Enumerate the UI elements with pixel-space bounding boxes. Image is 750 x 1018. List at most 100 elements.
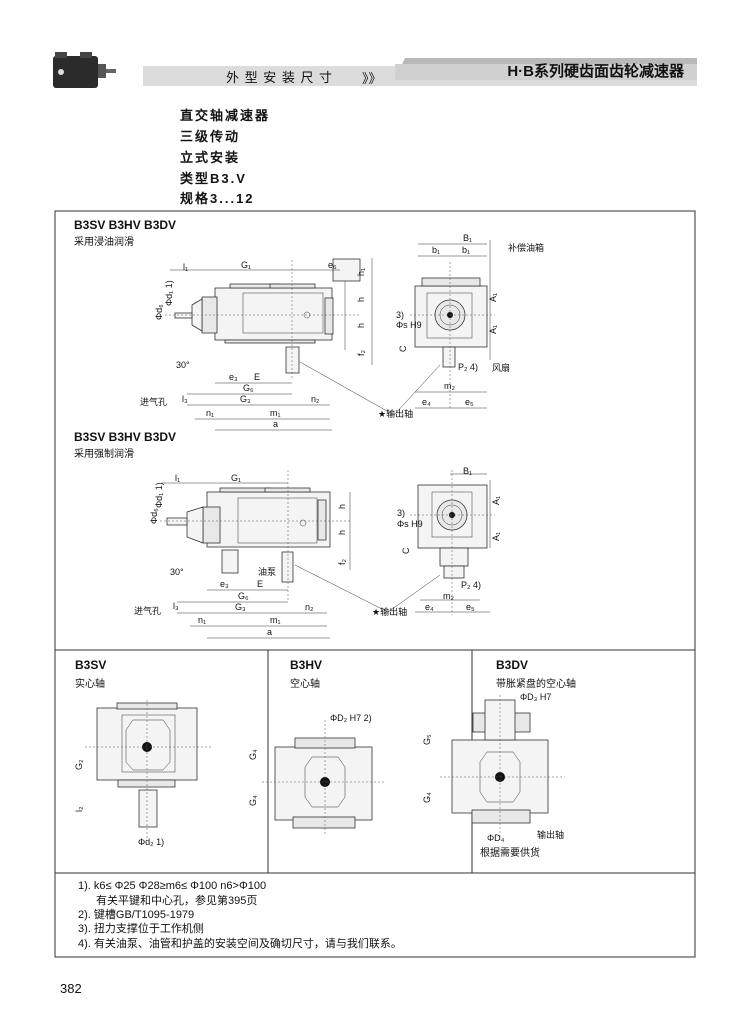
dimension-label: ★输出轴	[378, 408, 413, 419]
dimension-label: ΦD₃ H7	[520, 692, 551, 702]
dimension-label: 进气孔	[134, 605, 161, 616]
section-heading: 外 型 安 装 尺 寸	[226, 70, 333, 85]
dimension-label: E	[257, 579, 263, 589]
dimension-label: 输出轴	[537, 829, 564, 840]
footnote: 1). k6≤ Φ25 Φ28≥m6≤ Φ100 n6>Φ100	[78, 880, 266, 892]
dimension-label: C	[401, 547, 411, 554]
supply-note: 根据需要供货	[480, 846, 540, 859]
dimension-label: 风扇	[492, 362, 510, 373]
dimension-label: h	[337, 530, 347, 535]
section2-lubrication: 采用强制润滑	[74, 447, 134, 460]
dimension-label: h	[356, 323, 366, 328]
page-number: 382	[60, 981, 82, 996]
dimension-label: e₃	[220, 579, 229, 589]
dimension-label: f₂	[337, 558, 347, 565]
section1-side-view	[410, 262, 495, 410]
dimension-label: 3)	[397, 508, 405, 518]
dimension-label: G₄	[422, 792, 432, 803]
dimension-label: n₂	[305, 602, 314, 612]
section1-front-view	[165, 240, 491, 431]
footnote: 有关平键和中心孔，参见第395页	[96, 893, 257, 907]
intro-line: 类型B3.V	[180, 171, 247, 186]
variant-model: B3SV	[75, 658, 106, 672]
dimension-label: G₅	[422, 734, 432, 745]
dimension-label: A₁	[488, 325, 498, 334]
dimension-label: e₅	[465, 397, 474, 407]
dimension-label: G₆	[243, 383, 254, 393]
dimension-label: P₂ 4)	[461, 580, 481, 590]
intro-line: 三级传动	[180, 129, 240, 144]
variant-b3hv: B3HV 空心轴	[262, 658, 385, 835]
dimension-label: G₆	[238, 591, 249, 601]
dimension-label: l₁	[183, 262, 188, 272]
dimension-label: e₆	[328, 260, 337, 270]
dimension-label: Φd₁ 1)	[154, 482, 164, 508]
footnote: 4). 有关油泵、油管和护盖的安装空间及确切尺寸，请与我们联系。	[78, 936, 402, 950]
arrows-icon: 》》	[362, 71, 382, 86]
header: 外 型 安 装 尺 寸 》》 H·B系列硬齿面齿轮减速器	[53, 52, 697, 88]
section2-models: B3SV B3HV B3DV	[74, 430, 176, 444]
dimension-label: n₁	[198, 615, 206, 625]
section2-front-view	[160, 470, 491, 639]
dimension-label: e₄	[425, 602, 434, 612]
dimension-label: G₂	[74, 759, 84, 770]
dimension-label: G₄	[248, 795, 258, 806]
variant-desc: 实心轴	[75, 677, 105, 690]
dimension-label: G₃	[235, 602, 246, 612]
dimension-label: e₅	[466, 602, 475, 612]
dimension-label: A₁	[488, 293, 498, 302]
section1-lubrication: 采用浸油润滑	[74, 235, 134, 248]
dimension-label: e₃	[229, 372, 238, 382]
variant-model: B3HV	[290, 658, 322, 672]
dimension-label: b₁	[432, 245, 440, 255]
variant-b3dv: B3DV 带胀紧盘的空心轴 根据需要供货	[440, 658, 576, 859]
dimension-label: B₁	[463, 466, 472, 476]
dimension-label: n₁	[206, 408, 214, 418]
dimension-label: 补偿油箱	[508, 242, 544, 253]
dimension-label: 30°	[170, 567, 184, 577]
intro-line: 直交轴减速器	[180, 108, 270, 123]
dimension-label: Φd₂ 1)	[138, 837, 164, 847]
dimension-label: m₁	[270, 408, 281, 418]
dimension-label: ★输出轴	[372, 606, 407, 617]
dimension-label: e₄	[422, 397, 431, 407]
page-title: H·B系列硬齿面齿轮减速器	[507, 62, 685, 80]
dimension-label: m₁	[270, 615, 281, 625]
variant-b3sv: B3SV 实心轴	[75, 658, 212, 840]
intro-line: 立式安装	[180, 150, 240, 165]
dimension-label: G₄	[248, 749, 258, 760]
dimension-label: A₁	[491, 532, 501, 541]
dimension-label: f₂	[356, 349, 366, 356]
section1-models: B3SV B3HV B3DV	[74, 218, 176, 232]
product-thumbnail	[53, 52, 116, 88]
dimension-label: m₂	[444, 381, 455, 391]
dimension-label: 进气孔	[140, 396, 167, 407]
dimension-label: ΦD₄	[487, 833, 505, 843]
drawing-frame	[54, 210, 696, 958]
dimension-label: E	[254, 372, 260, 382]
section2-side-view	[410, 470, 495, 615]
dimension-label: l₁	[175, 473, 180, 483]
dimension-label: h	[337, 504, 347, 509]
footnotes: 1). k6≤ Φ25 Φ28≥m6≤ Φ100 n6>Φ100 有关平键和中心…	[78, 880, 402, 950]
dimension-label: Φd₁ 1)	[164, 280, 174, 306]
variant-model: B3DV	[496, 658, 528, 672]
variant-desc: 带胀紧盘的空心轴	[496, 677, 576, 690]
dimension-label: Φs H9	[396, 320, 422, 330]
dimension-label: G₁	[231, 473, 241, 483]
dimension-label: G₁	[241, 260, 251, 270]
dimension-label: 3)	[396, 310, 404, 320]
dimension-label: l₃	[173, 601, 179, 611]
dimension-label: 油泵	[258, 566, 276, 577]
dimension-label: C	[398, 345, 408, 352]
dimension-label: ΦD₂ H7 2)	[330, 713, 372, 723]
dimension-label: a	[273, 419, 278, 429]
dimension-label: b₁	[462, 245, 470, 255]
footnote: 3). 扭力支撑位于工作机侧	[78, 921, 204, 935]
dimension-label: a	[267, 627, 272, 637]
dimension-label: A₁	[491, 496, 501, 505]
dimension-label: l₃	[182, 394, 188, 404]
dimension-label: Φd₆	[149, 508, 159, 524]
variant-desc: 空心轴	[290, 677, 320, 690]
